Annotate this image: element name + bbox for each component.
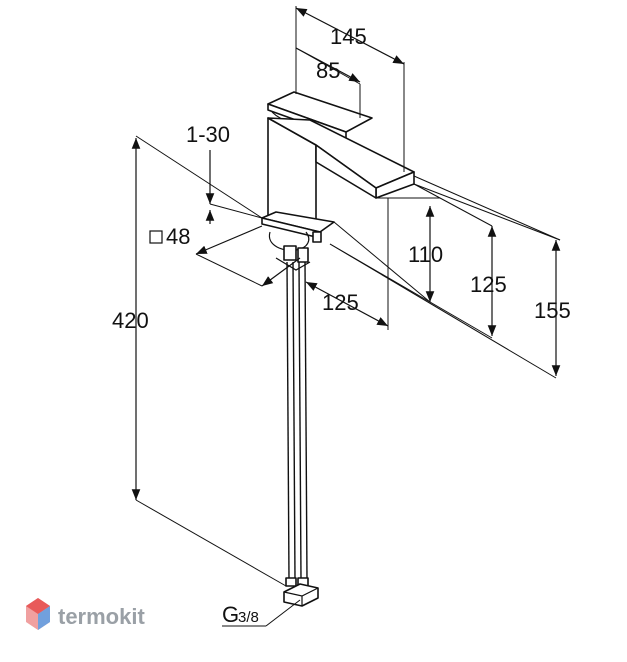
thread-label: G 3/8 — [222, 602, 259, 627]
faucet-body — [261, 91, 415, 271]
watermark-text: termokit — [58, 604, 145, 629]
dim-deck-thickness: 1-30 — [186, 122, 230, 147]
dim-width-lever: 85 — [316, 58, 340, 83]
thread-fraction: 3/8 — [238, 609, 259, 626]
dim-height-mid: 125 — [470, 272, 507, 297]
supply-hoses — [283, 261, 319, 607]
dim-height-total: 420 — [112, 308, 149, 333]
dim-spout-reach: 125 — [322, 290, 359, 315]
square-symbol-icon — [149, 230, 163, 244]
dim-height-top: 155 — [534, 298, 571, 323]
termokit-logo: termokit — [26, 598, 145, 630]
thread-letter: G — [222, 602, 239, 627]
dim-height-spout: 110 — [408, 242, 443, 267]
dim-width-overall: 145 — [330, 24, 367, 49]
dimension-lines — [131, 6, 561, 627]
dim-base-square: 48 — [166, 224, 190, 249]
